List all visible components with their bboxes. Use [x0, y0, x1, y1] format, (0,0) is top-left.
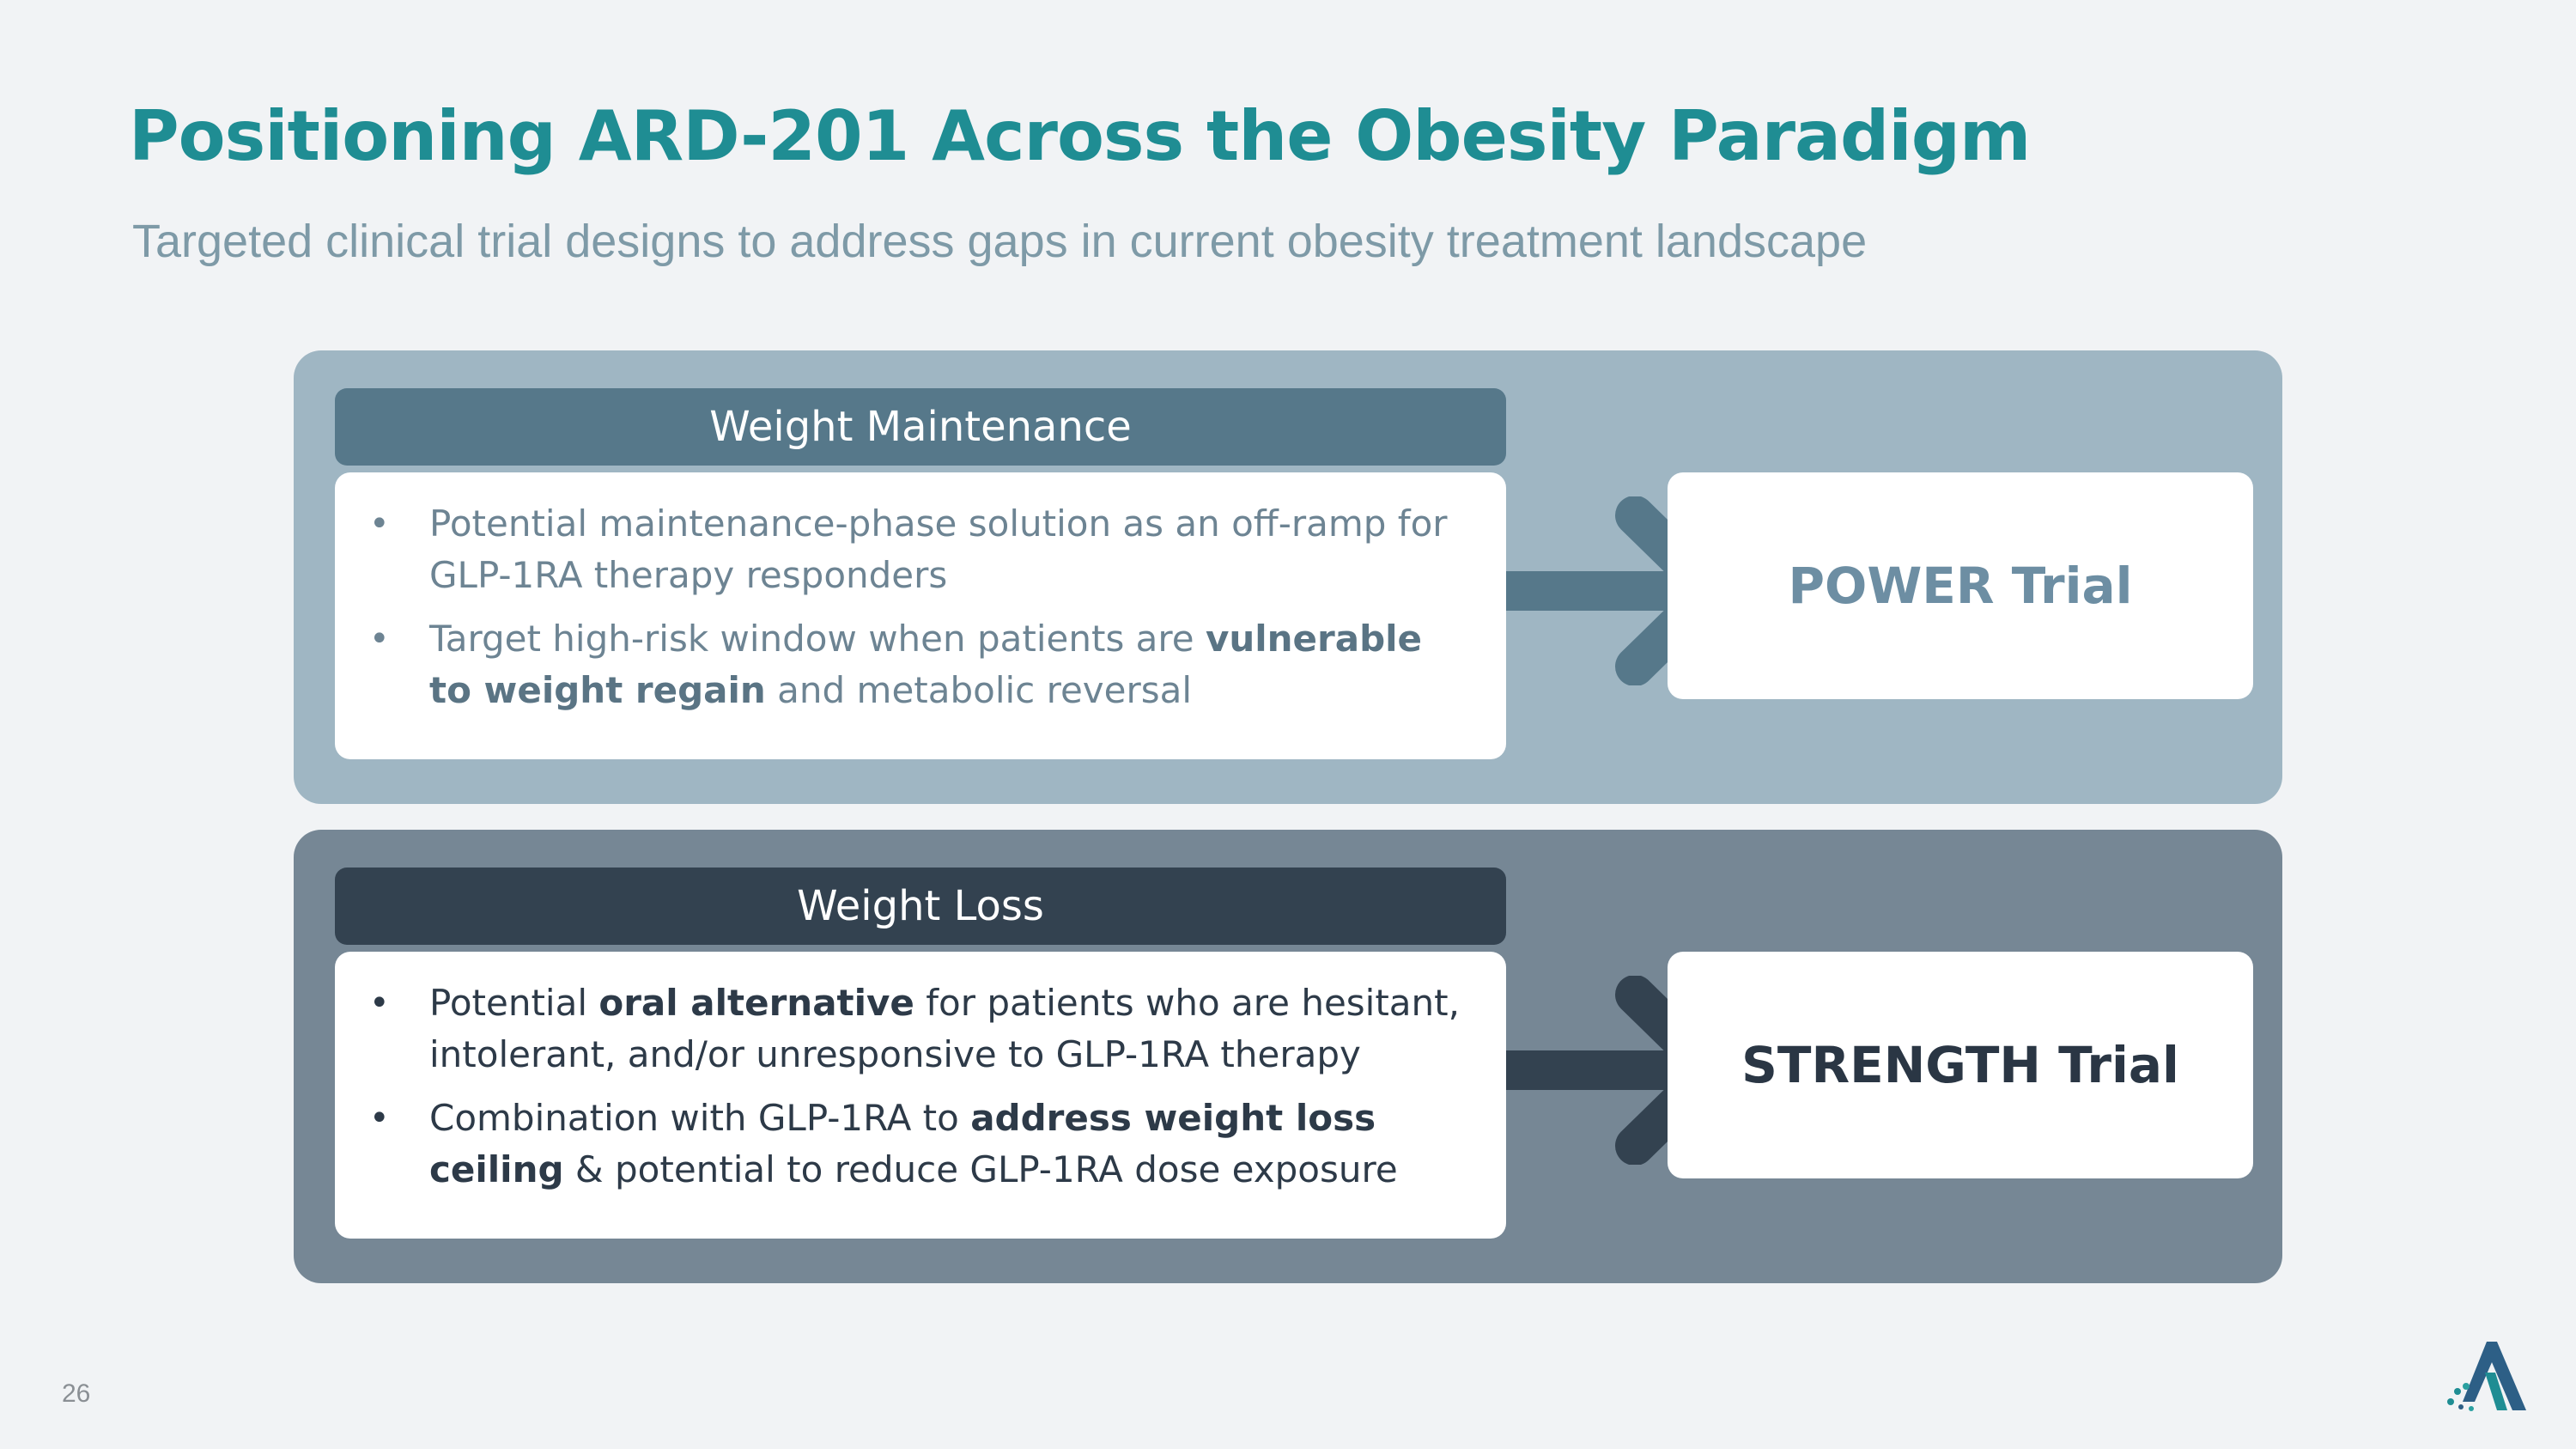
bullet-dot: • — [369, 983, 390, 1023]
weight-loss-panel: Weight Loss • Potential oral alternative… — [294, 830, 2282, 1283]
bullet-dot: • — [369, 1099, 390, 1138]
bullet-text: Potential maintenance-phase solution as … — [429, 502, 1448, 596]
bullet-text-post: for patients who are hesitant, intoleran… — [429, 982, 1460, 1075]
bullet-text-pre: Combination with GLP-1RA to — [429, 1097, 971, 1139]
bullet-text-post: and metabolic reversal — [765, 669, 1193, 711]
power-trial-box: POWER Trial — [1668, 472, 2253, 699]
bullet-dot: • — [369, 504, 390, 544]
slide-title: Positioning ARD-201 Across the Obesity P… — [129, 96, 2031, 176]
weight-loss-card: • Potential oral alternative for patient… — [335, 952, 1506, 1239]
bullet-item: • Potential oral alternative for patient… — [369, 977, 1472, 1081]
bullet-text-pre: Target high-risk window when patients ar… — [429, 618, 1206, 660]
weight-maintenance-card: • Potential maintenance-phase solution a… — [335, 472, 1506, 759]
weight-maintenance-header: Weight Maintenance — [335, 388, 1506, 466]
weight-loss-header: Weight Loss — [335, 868, 1506, 945]
page-number: 26 — [62, 1379, 91, 1408]
company-logo-icon — [2447, 1342, 2526, 1411]
bullet-item: • Target high-risk window when patients … — [369, 613, 1472, 716]
bullet-text-bold: oral alternative — [598, 982, 914, 1024]
slide-subtitle: Targeted clinical trial designs to addre… — [132, 216, 1868, 267]
bullet-dot: • — [369, 619, 390, 659]
bullet-item: • Potential maintenance-phase solution a… — [369, 498, 1472, 601]
bullet-text-post: & potential to reduce GLP-1RA dose expos… — [563, 1148, 1398, 1190]
strength-trial-box: STRENGTH Trial — [1668, 952, 2253, 1178]
bullet-text-pre: Potential — [429, 982, 599, 1024]
weight-maintenance-panel: Weight Maintenance • Potential maintenan… — [294, 350, 2282, 804]
bullet-item: • Combination with GLP-1RA to address we… — [369, 1093, 1472, 1196]
bullet-text-bold: address weight loss ceiling — [429, 1097, 1376, 1190]
bullet-text-bold: vulnerable to weight regain — [429, 618, 1423, 711]
